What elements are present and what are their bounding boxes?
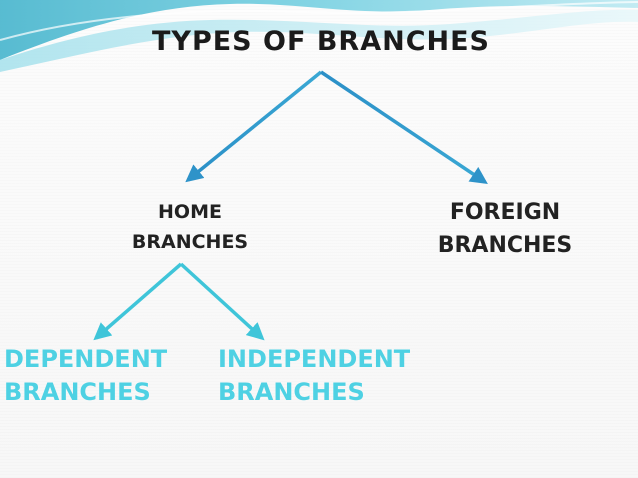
arrow-title-to-foreign xyxy=(320,70,488,184)
node-dependent-branches: DEPENDENT BRANCHES xyxy=(4,345,168,406)
node-foreign-branches: FOREIGN BRANCHES xyxy=(437,200,573,258)
node-independent-branches: INDEPENDENT BRANCHES xyxy=(218,345,411,406)
diagram-title: TYPES OF BRANCHES xyxy=(151,26,490,57)
arrow-title-to-home xyxy=(185,70,323,183)
arrow-home-to-independent xyxy=(179,262,265,341)
node-home-branches: HOME BRANCHES xyxy=(131,201,249,253)
header-wave-thin xyxy=(0,1,638,41)
header-wave-dark xyxy=(0,0,638,60)
header-wave-light xyxy=(0,9,638,73)
arrow-home-to-dependent xyxy=(93,262,183,341)
